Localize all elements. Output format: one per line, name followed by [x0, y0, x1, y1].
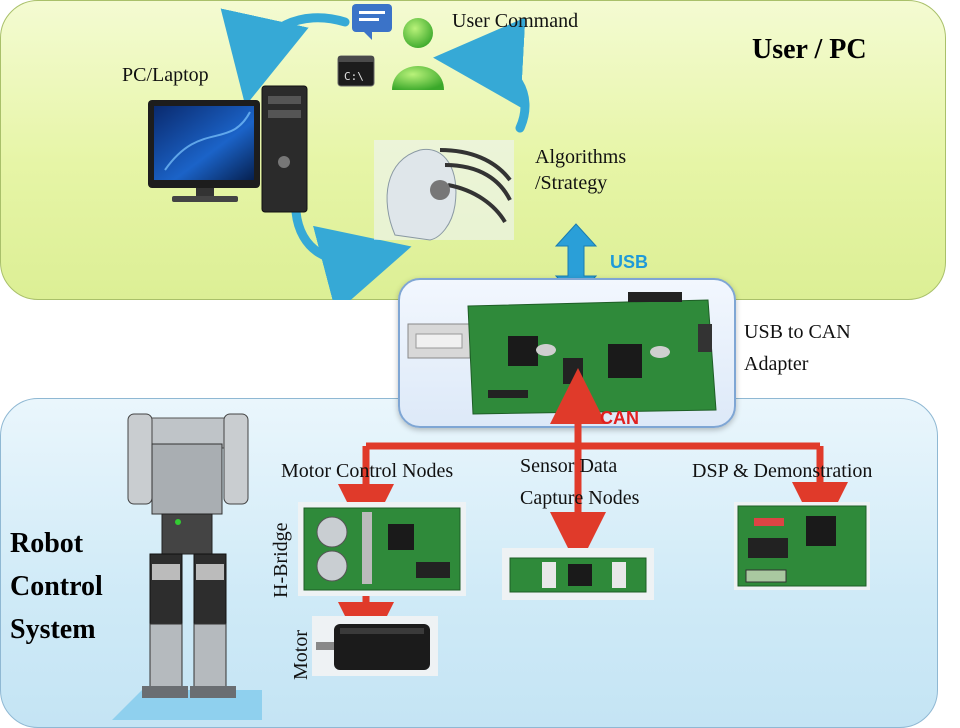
pc-computer-icon — [148, 85, 308, 213]
cmd-icon-text: C:\ — [344, 70, 364, 83]
user-pc-graphics: C:\ — [148, 4, 598, 300]
user-pc-title: User / PC — [752, 34, 867, 65]
algorithms-label: Algorithms /Strategy — [535, 146, 627, 194]
usb-label: USB — [610, 252, 649, 272]
humanoid-robot-image — [112, 413, 262, 720]
dsp-demonstration-label: DSP & Demonstration — [692, 460, 873, 482]
motor-control-nodes-label: Motor Control Nodes — [281, 460, 454, 482]
cycle-arrow-bottom — [291, 207, 412, 300]
can-label: CAN — [600, 408, 639, 428]
user-command-label: User Command — [452, 10, 579, 32]
motor-control-board — [298, 502, 466, 596]
h-bridge-label: H-Bridge — [270, 522, 292, 598]
sensor-data-capture-nodes-label: Sensor Data Capture Nodes — [520, 455, 640, 509]
robot-head-icon — [374, 140, 514, 241]
cycle-arrow-top-right — [433, 17, 530, 133]
motor-image — [312, 616, 438, 676]
robot-control-system-title: Robot Control System — [10, 528, 103, 645]
chat-bubble-icon — [352, 4, 392, 40]
sensor-capture-board — [502, 548, 654, 600]
pc-laptop-label: PC/Laptop — [122, 64, 209, 86]
user-person-icon — [392, 18, 444, 90]
command-prompt-icon: C:\ — [337, 55, 375, 87]
dsp-demonstration-board — [734, 502, 870, 590]
cycle-arrow-top-left — [220, 8, 350, 106]
usb-can-adapter-label: USB to CAN Adapter — [744, 321, 851, 375]
motor-label: Motor — [290, 630, 312, 680]
